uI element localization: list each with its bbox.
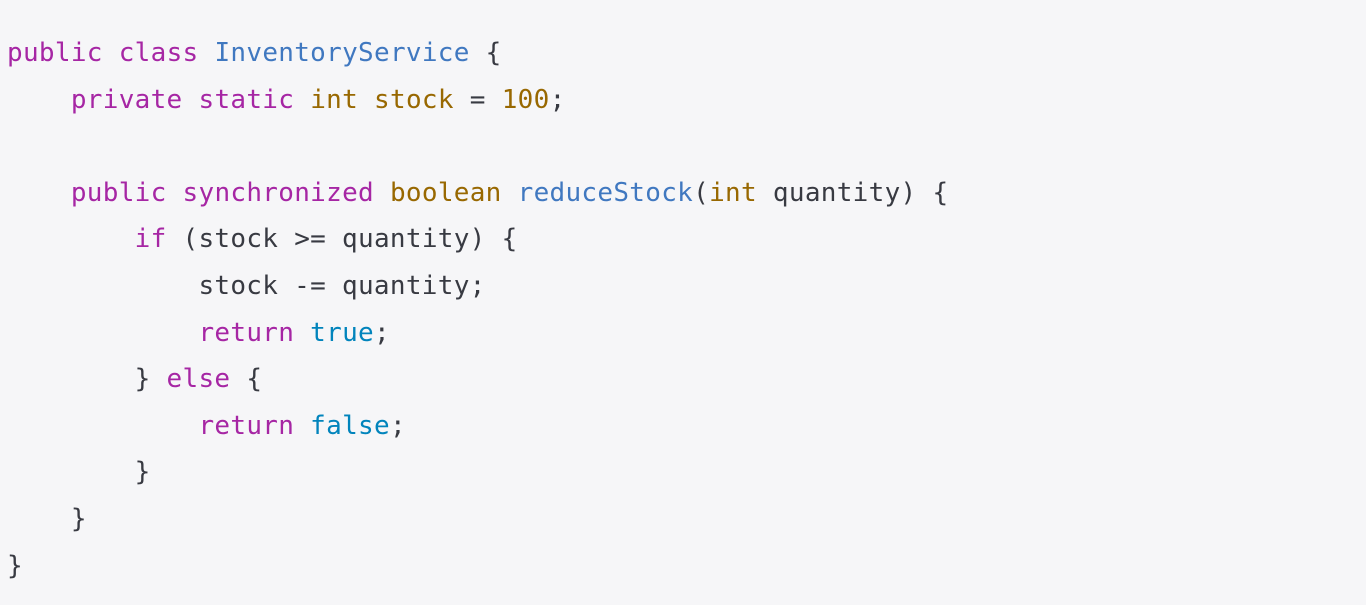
code-line-4: public synchronized boolean reduceStock(… — [7, 170, 1366, 217]
whitespace — [294, 318, 310, 348]
indent — [7, 318, 198, 348]
whitespace — [183, 85, 199, 115]
code-line-8: } else { — [7, 356, 1366, 403]
number-literal: 100 — [501, 84, 550, 115]
operator: = — [453, 84, 502, 115]
code-line-5: if (stock >= quantity) { — [7, 216, 1366, 263]
whitespace — [103, 38, 119, 68]
condition: (stock >= quantity) { — [166, 224, 518, 255]
code-line-3 — [7, 123, 1366, 170]
punctuation: ; — [373, 317, 390, 348]
whitespace — [294, 85, 310, 115]
whitespace — [167, 178, 183, 208]
statement: stock -= quantity; — [7, 270, 486, 301]
keyword: public — [70, 177, 167, 208]
keyword: static — [198, 84, 295, 115]
keyword: return — [198, 317, 295, 348]
closing-brace: } — [7, 550, 23, 581]
code-line-12: } — [7, 543, 1366, 590]
code-line-10: } — [7, 449, 1366, 496]
whitespace — [294, 411, 310, 441]
keyword: return — [198, 410, 295, 441]
keyword: synchronized — [182, 177, 374, 208]
method-name: reduceStock — [517, 177, 694, 208]
closing-brace: } — [7, 457, 151, 488]
type: int — [709, 177, 757, 208]
whitespace — [358, 85, 374, 115]
punctuation: { — [230, 364, 263, 395]
keyword: class — [118, 38, 199, 68]
type: int — [310, 84, 359, 115]
code-line-6: stock -= quantity; — [7, 263, 1366, 310]
class-name: InventoryService — [214, 38, 470, 68]
code-line-2: private static int stock = 100; — [7, 77, 1366, 124]
whitespace — [198, 38, 214, 68]
punctuation: ( — [693, 177, 710, 208]
boolean-literal: true — [310, 317, 374, 348]
code-line-9: return false; — [7, 403, 1366, 450]
whitespace — [374, 178, 390, 208]
code-line-7: return true; — [7, 310, 1366, 357]
keyword: if — [134, 224, 167, 255]
keyword: public — [7, 38, 103, 68]
punctuation: { — [469, 38, 502, 68]
punctuation: ; — [389, 410, 406, 441]
indent — [7, 85, 71, 115]
indent — [7, 411, 198, 441]
punctuation: ; — [549, 84, 566, 115]
whitespace — [502, 178, 518, 208]
keyword: private — [70, 84, 183, 115]
code-line-11: } — [7, 496, 1366, 543]
closing-brace: } — [7, 503, 87, 534]
code-line-1: public class InventoryService { — [7, 30, 1366, 77]
identifier: stock — [374, 84, 454, 115]
type: boolean — [389, 177, 502, 208]
parameter: quantity) { — [756, 177, 949, 208]
keyword: else — [166, 364, 231, 395]
boolean-literal: false — [310, 410, 390, 441]
punctuation: } — [7, 364, 167, 395]
indent — [7, 178, 71, 208]
indent — [7, 224, 135, 254]
